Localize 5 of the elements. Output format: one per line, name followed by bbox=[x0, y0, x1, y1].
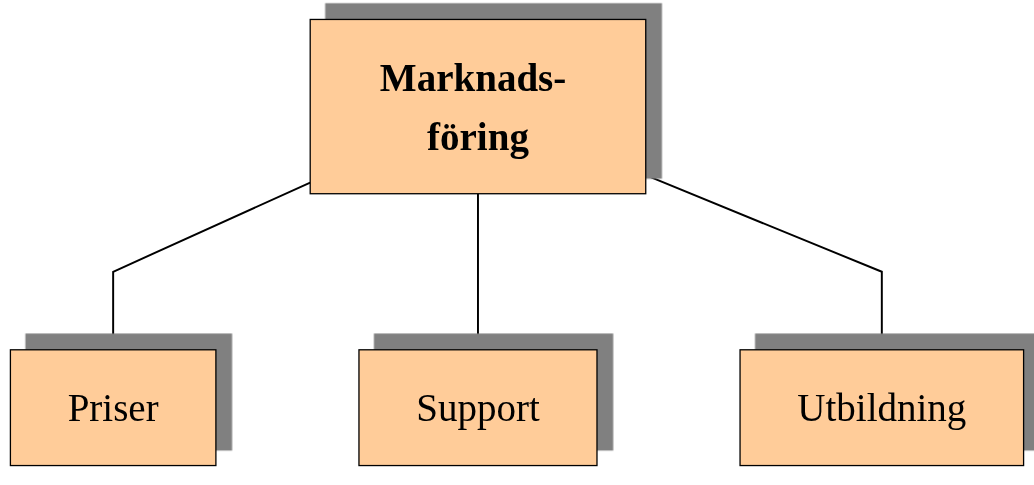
connector bbox=[477, 192, 479, 351]
node-box: Priser bbox=[9, 349, 217, 467]
node-box: Marknads- föring bbox=[309, 18, 647, 195]
node-box: Support bbox=[358, 349, 598, 467]
node-box: Utbildning bbox=[739, 349, 1025, 467]
